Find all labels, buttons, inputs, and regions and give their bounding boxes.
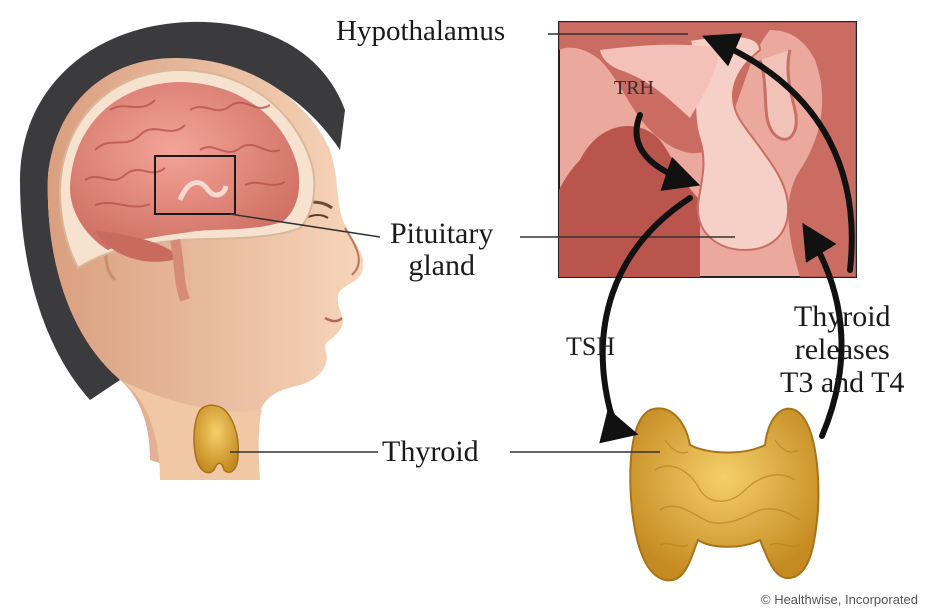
- releases-line1: Thyroid: [780, 300, 904, 333]
- copyright-credit: © Healthwise, Incorporated: [761, 592, 918, 607]
- thyroid-label: Thyroid: [382, 436, 479, 468]
- thyroid-releases-label: Thyroid releases T3 and T4: [780, 300, 904, 399]
- trh-label: TRH: [614, 78, 654, 99]
- pituitary-label-line1: Pituitary: [390, 218, 493, 250]
- head-illustration: [20, 22, 363, 480]
- releases-line3: T3 and T4: [780, 366, 904, 399]
- thyroid-closeup: [630, 408, 818, 580]
- pituitary-label-line2: gland: [390, 250, 493, 282]
- hypothalamus-label: Hypothalamus: [336, 16, 505, 46]
- tsh-label: TSH: [566, 333, 615, 360]
- releases-line2: releases: [780, 333, 904, 366]
- pituitary-gland-label: Pituitary gland: [390, 218, 493, 281]
